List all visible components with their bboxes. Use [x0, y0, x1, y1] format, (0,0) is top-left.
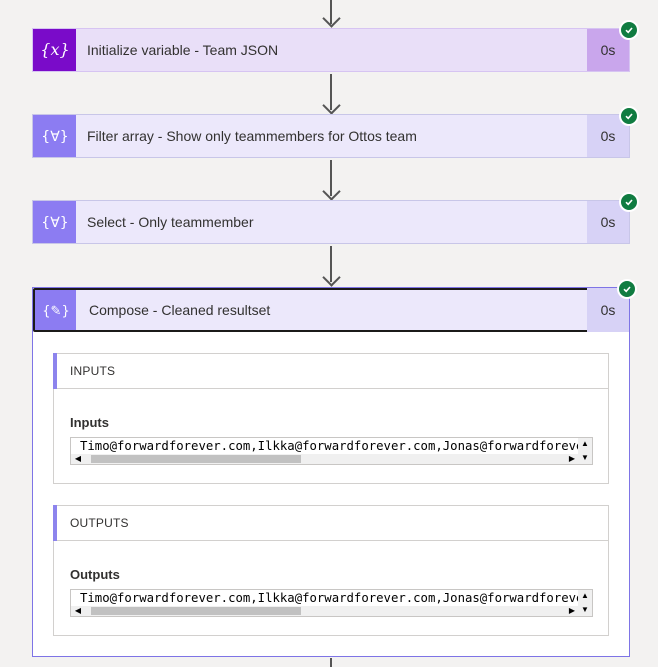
success-check-icon: [619, 20, 639, 40]
outputs-header: OUTPUTS: [54, 506, 608, 541]
scroll-down-icon[interactable]: ▼: [581, 605, 589, 614]
compose-icon: {✎}: [35, 290, 76, 330]
connector-line: [330, 160, 332, 196]
inputs-value-box[interactable]: Timo@forwardforever.com,Ilkka@forwardfor…: [70, 437, 593, 465]
horizontal-scrollbar[interactable]: ◀ ▶: [71, 454, 579, 464]
connector-line: [330, 658, 332, 667]
connector-arrow: [322, 96, 341, 115]
outputs-value: Timo@forwardforever.com,Ilkka@forwardfor…: [80, 591, 593, 605]
connector-arrow: [322, 9, 341, 28]
connector-line: [330, 246, 332, 282]
compose-card: {✎} Compose - Cleaned resultset 0s INPUT…: [32, 287, 630, 657]
inputs-section: INPUTS Inputs Timo@forwardforever.com,Il…: [53, 353, 609, 484]
scroll-left-icon[interactable]: ◀: [74, 454, 82, 463]
connector-line: [330, 0, 332, 24]
connector-line: [330, 74, 332, 110]
step-select[interactable]: {∀} Select - Only teammember 0s: [32, 200, 630, 244]
scroll-right-icon[interactable]: ▶: [568, 454, 576, 463]
outputs-section: OUTPUTS Outputs Timo@forwardforever.com,…: [53, 505, 609, 636]
success-check-icon: [619, 192, 639, 212]
outputs-value-box[interactable]: Timo@forwardforever.com,Ilkka@forwardfor…: [70, 589, 593, 617]
inputs-label: Inputs: [70, 415, 109, 430]
svg-text:{∀}: {∀}: [41, 129, 68, 145]
inputs-header: INPUTS: [54, 354, 608, 389]
step-title: Compose - Cleaned resultset: [89, 302, 271, 318]
horizontal-scrollbar[interactable]: ◀ ▶: [71, 606, 579, 616]
connector-arrow: [322, 182, 341, 201]
step-initialize-variable[interactable]: {x} Initialize variable - Team JSON 0s: [32, 28, 630, 72]
variable-icon: {x}: [33, 29, 76, 71]
step-filter-array[interactable]: {∀} Filter array - Show only teammembers…: [32, 114, 630, 158]
step-compose[interactable]: {✎} Compose - Cleaned resultset: [33, 288, 589, 332]
scroll-left-icon[interactable]: ◀: [74, 606, 82, 615]
success-check-icon: [617, 279, 637, 299]
filter-array-icon: {∀}: [33, 115, 76, 157]
scroll-up-icon[interactable]: ▲: [581, 591, 589, 600]
scrollbar-thumb[interactable]: [91, 455, 301, 463]
step-title: Initialize variable - Team JSON: [87, 42, 279, 58]
step-title: Filter array - Show only teammembers for…: [87, 128, 417, 144]
step-duration: 0s: [587, 29, 629, 71]
outputs-label: Outputs: [70, 567, 120, 582]
svg-text:{x}: {x}: [40, 40, 69, 59]
scroll-up-icon[interactable]: ▲: [581, 439, 589, 448]
svg-text:{✎}: {✎}: [42, 304, 69, 319]
vertical-scrollbar[interactable]: ▲ ▼: [578, 438, 592, 464]
step-title: Select - Only teammember: [87, 214, 254, 230]
vertical-scrollbar[interactable]: ▲ ▼: [578, 590, 592, 616]
connector-arrow: [322, 268, 341, 287]
scrollbar-thumb[interactable]: [91, 607, 301, 615]
scroll-right-icon[interactable]: ▶: [568, 606, 576, 615]
inputs-value: Timo@forwardforever.com,Ilkka@forwardfor…: [80, 439, 593, 453]
select-icon: {∀}: [33, 201, 76, 243]
scroll-down-icon[interactable]: ▼: [581, 453, 589, 462]
svg-text:{∀}: {∀}: [41, 215, 68, 231]
success-check-icon: [619, 106, 639, 126]
